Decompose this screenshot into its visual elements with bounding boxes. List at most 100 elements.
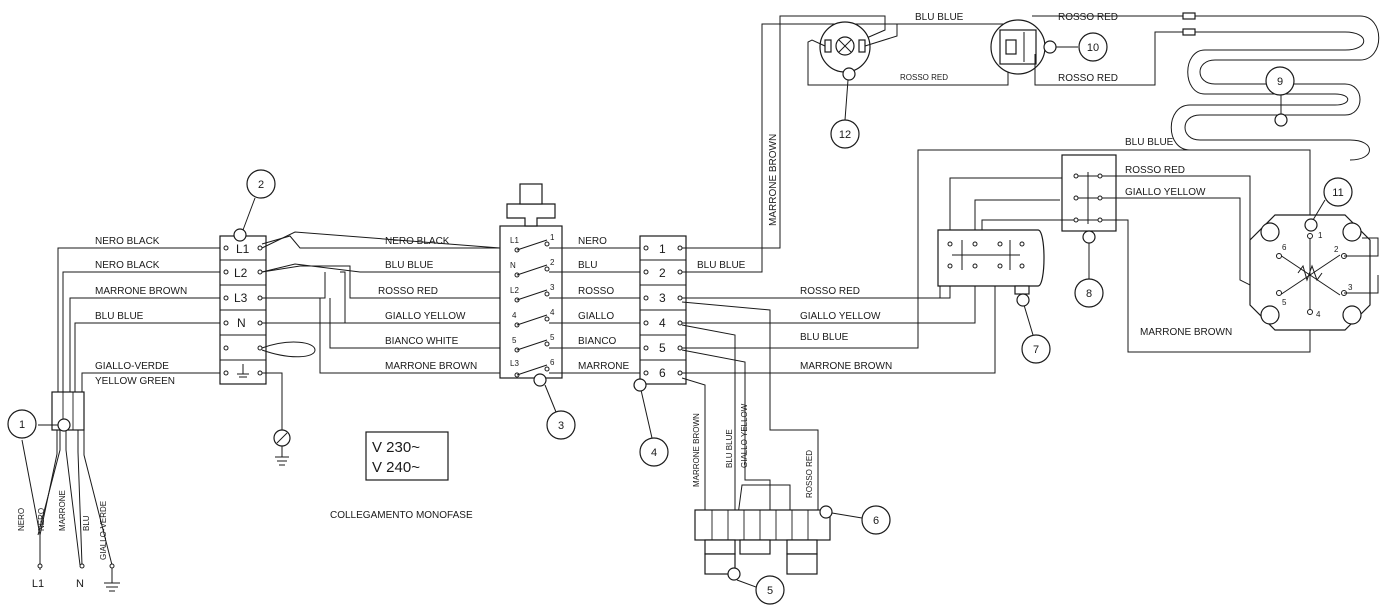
ground-symbol — [237, 364, 249, 378]
callout-1: 1 — [7, 409, 71, 439]
switch-to-block-wires: NERO BLU ROSSO GIALLO BIANCO MARRONE — [549, 236, 640, 374]
wire-label: BIANCO — [578, 336, 617, 347]
svg-text:6: 6 — [873, 515, 879, 527]
wire-label: BLU BLUE — [697, 260, 746, 271]
wire-label: ROSSO RED — [1125, 165, 1185, 176]
block-number: 1 — [659, 242, 666, 256]
oven-thermostat: ROSSO RED GIALLO YELLOW BLU BLUE MARRONE… — [981, 137, 1311, 353]
wire-label: MARRONE BROWN — [1140, 327, 1232, 338]
block-number: 4 — [659, 316, 666, 330]
wire-label: MARRONE BROWN — [768, 134, 779, 226]
switch-label: 6 — [550, 358, 555, 367]
callout-7: 7 — [1016, 293, 1051, 364]
callouts: 1 2 3 4 5 6 — [7, 32, 1353, 605]
motor-terminal: 4 — [1316, 310, 1321, 319]
switch-label: 5 — [512, 336, 517, 345]
wire-label: MARRONE BROWN — [385, 361, 477, 372]
block-number: 6 — [659, 366, 666, 380]
wire-label: BLU BLUE — [1125, 137, 1174, 148]
motor-terminal: 1 — [1318, 231, 1323, 240]
wire-label: ROSSO — [578, 286, 614, 297]
heating-element — [1170, 12, 1380, 161]
svg-text:12: 12 — [839, 129, 851, 141]
callout-10: 10 — [1043, 32, 1108, 62]
wire-label: ROSSO RED — [805, 450, 814, 498]
supply-terminal-n: N — [76, 578, 84, 590]
terminal-label-l3: L3 — [234, 291, 248, 305]
wire-label: NERO — [578, 236, 607, 247]
fan-motor: 1 2 3 4 5 6 — [1249, 214, 1379, 331]
svg-text:10: 10 — [1087, 42, 1099, 54]
voltage-230: V 230~ — [372, 439, 420, 456]
callout-12: 12 — [830, 67, 860, 149]
svg-text:1: 1 — [19, 419, 25, 431]
motor-terminal: 2 — [1334, 245, 1339, 254]
selector-switch: L1 N L2 4 5 L3 1 2 3 4 5 6 — [499, 183, 563, 379]
switch-contacts — [514, 239, 550, 378]
wire-label: GIALLO-VERDE — [95, 361, 169, 372]
switch-label: N — [510, 261, 516, 270]
wire-label: MARRONE BROWN — [692, 413, 701, 487]
wire-label: GIALLO YELLOW — [740, 403, 749, 468]
connection-caption: COLLEGAMENTO MONOFASE — [330, 510, 473, 521]
door-switch — [937, 229, 1045, 295]
block-number: 3 — [659, 291, 666, 305]
wire-label: ROSSO RED — [1058, 73, 1118, 84]
svg-text:3: 3 — [558, 420, 564, 432]
supply-wire-label: GIALLO-VERDE — [99, 501, 108, 560]
switch-label: L3 — [510, 359, 519, 368]
wire-label: BLU BLUE — [725, 429, 734, 468]
block-to-switch-wires: NERO BLACK BLU BLUE ROSSO RED GIALLO YEL… — [261, 231, 501, 374]
callout-3: 3 — [533, 373, 576, 440]
left-terminal-block: L1 L2 L3 N — [219, 235, 316, 466]
terminal-label-l1: L1 — [236, 242, 250, 256]
block-number: 2 — [659, 266, 666, 280]
svg-text:7: 7 — [1033, 344, 1039, 356]
wire-label: MARRONE — [578, 361, 629, 372]
terminal-label-l2: L2 — [234, 266, 248, 280]
wire-label: ROSSO RED — [1058, 12, 1118, 23]
switch-label: 4 — [550, 308, 555, 317]
svg-text:2: 2 — [258, 179, 264, 191]
callout-8: 8 — [1074, 230, 1104, 308]
svg-text:11: 11 — [1332, 187, 1343, 199]
supply-wire-label: NERO — [37, 508, 46, 531]
fan-thermostat: BLU BLUE ROSSO RED ROSSO RED — [915, 12, 1187, 86]
motor-terminal: 5 — [1282, 298, 1287, 307]
motor-terminal: 6 — [1282, 243, 1287, 252]
callout-11: 11 — [1304, 177, 1353, 232]
wire-label: BLU — [578, 260, 597, 271]
supply-wire-label: MARRONE — [58, 490, 67, 531]
wire-label: BLU BLUE — [385, 260, 434, 271]
block-number: 5 — [659, 341, 666, 355]
svg-text:8: 8 — [1086, 288, 1092, 300]
callout-6: 6 — [819, 505, 891, 535]
supply-wire-label: BLU — [82, 515, 91, 531]
heater-terminal-block: MARRONE BROWN BLU BLUE GIALLO YELLOW ROS… — [681, 301, 831, 575]
switch-label: 2 — [550, 258, 555, 267]
switch-label: 4 — [512, 311, 517, 320]
terminal-label-n: N — [237, 316, 246, 330]
wire-label: ROSSO RED — [800, 286, 860, 297]
svg-text:5: 5 — [767, 585, 773, 597]
right-block-outgoing-wires: BLU BLUE ROSSO RED GIALLO YELLOW BLU BLU… — [682, 15, 1311, 374]
wire-label: GIALLO YELLOW — [385, 311, 466, 322]
wire-label: MARRONE BROWN — [95, 286, 187, 297]
supply-terminal-l1: L1 — [32, 578, 44, 590]
right-terminal-block: 1 2 3 4 5 6 — [639, 235, 687, 385]
svg-text:9: 9 — [1277, 76, 1283, 88]
wire-label: NERO BLACK — [95, 260, 160, 271]
left-block-incoming-wires: NERO BLACK NERO BLACK MARRONE BROWN BLU … — [57, 236, 220, 392]
lamp: ROSSO RED — [807, 21, 1013, 86]
wire-label: BLU BLUE — [915, 12, 964, 23]
wire-label: BLU BLUE — [95, 311, 144, 322]
wire-label: BIANCO WHITE — [385, 336, 459, 347]
callout-4: 4 — [633, 378, 669, 467]
wire-label: GIALLO YELLOW — [800, 311, 881, 322]
switch-label: L2 — [510, 286, 519, 295]
wire-label: YELLOW GREEN — [95, 376, 175, 387]
wire-label: NERO BLACK — [95, 236, 160, 247]
switch-label: 5 — [550, 333, 555, 342]
wire-label: GIALLO — [578, 311, 614, 322]
